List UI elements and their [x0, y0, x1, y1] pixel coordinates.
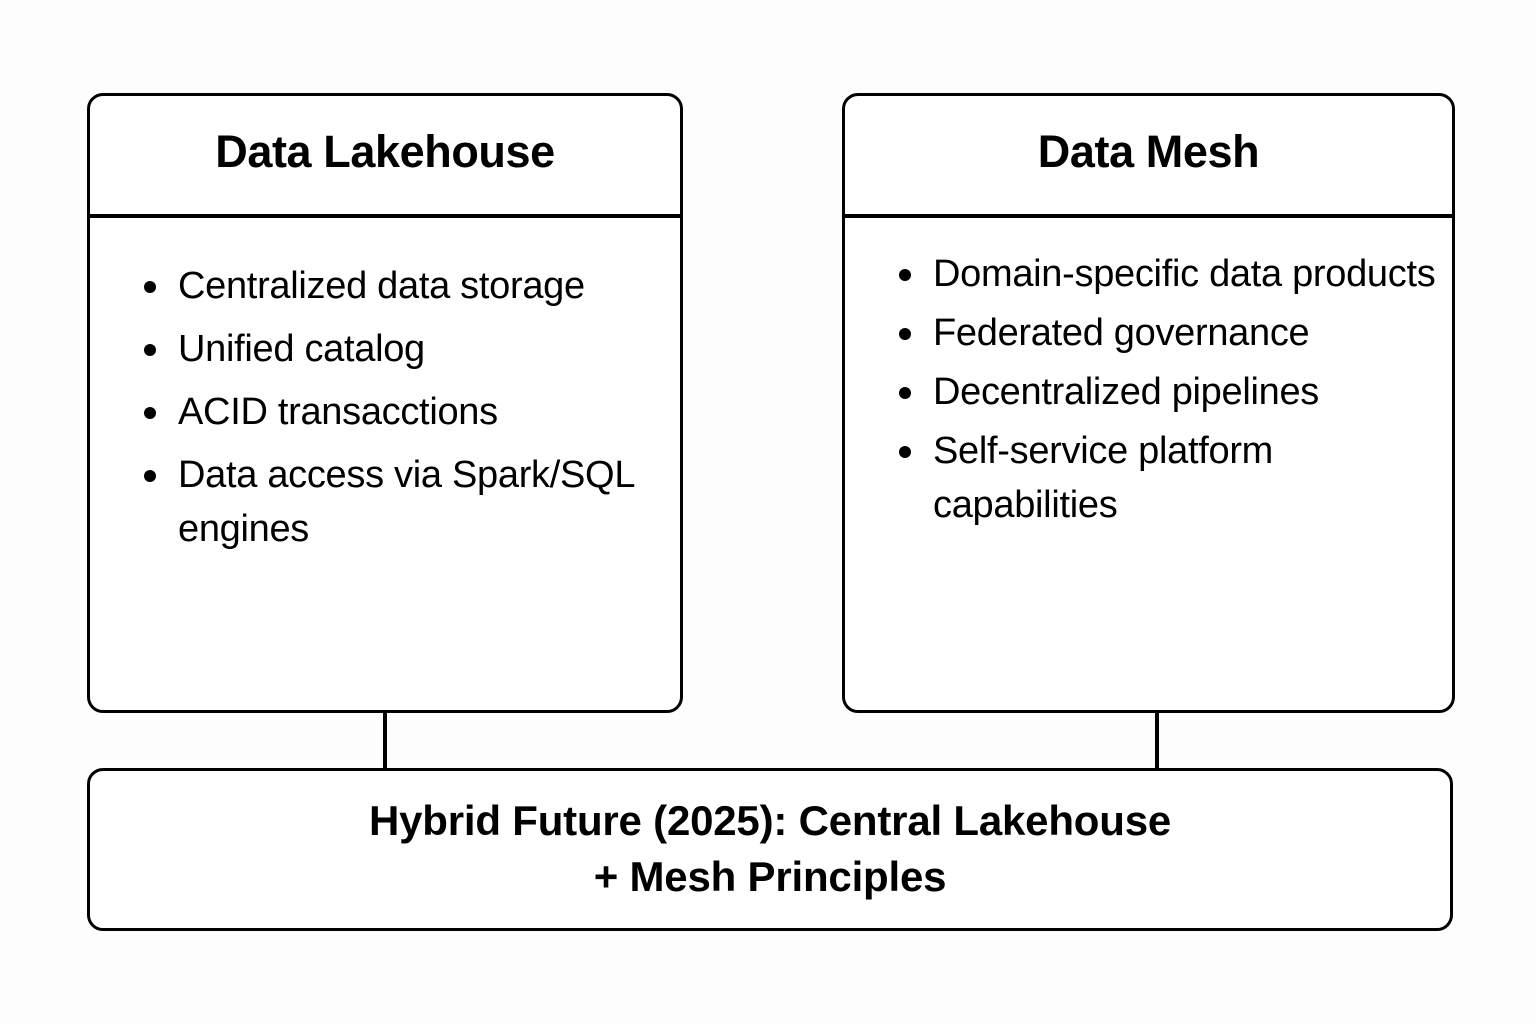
list-item: Unified catalog [138, 323, 662, 377]
list-item: Domain-specific data products [893, 248, 1442, 302]
list-item: Federated governance [893, 307, 1442, 361]
list-item-label: Centralized data storage [178, 265, 585, 307]
list-item: Self-service platform capabilities [893, 425, 1442, 533]
list-item-label: Domain-specific data products [933, 253, 1436, 295]
list-item-label: Self-service platform capabilities [933, 429, 1274, 526]
bullet-list-data-lakehouse: Centralized data storage Unified catalog… [138, 260, 662, 557]
bullet-dot-icon [899, 269, 911, 281]
connector-lakehouse-to-hybrid [383, 710, 387, 770]
bullet-dot-icon [144, 469, 156, 482]
hybrid-future-line-1: Hybrid Future (2025): Central Lakehouse [368, 796, 1172, 844]
list-item: Data access via Spark/SQL engines [138, 449, 662, 557]
hybrid-future-line-2: + Mesh Principles [593, 852, 947, 900]
list-item-label: Decentralized pipelines [933, 370, 1319, 413]
bullet-dot-icon [899, 386, 911, 399]
card-body-data-mesh: Domain-specific data products Federated … [845, 222, 1452, 710]
hybrid-future-text: Hybrid Future (2025): Central Lakehouse … [369, 793, 1171, 905]
card-data-mesh: Data Mesh Domain-specific data products … [842, 93, 1455, 713]
list-item-label: Data access via Spark/SQL engines [178, 453, 634, 550]
bullet-dot-icon [144, 281, 156, 293]
card-header-data-lakehouse: Data Lakehouse [90, 96, 680, 218]
card-body-hybrid-future: Hybrid Future (2025): Central Lakehouse … [90, 771, 1450, 928]
card-title-data-mesh: Data Mesh [1037, 125, 1260, 177]
bullet-dot-icon [144, 343, 156, 356]
connector-mesh-to-hybrid [1155, 710, 1159, 770]
card-body-data-lakehouse: Centralized data storage Unified catalog… [90, 222, 680, 710]
bullet-dot-icon [899, 445, 911, 458]
bullet-list-data-mesh: Domain-specific data products Federated … [893, 248, 1442, 533]
card-header-data-mesh: Data Mesh [845, 96, 1452, 218]
card-hybrid-future: Hybrid Future (2025): Central Lakehouse … [87, 768, 1453, 931]
list-item: Centralized data storage [138, 260, 662, 314]
list-item: Decentralized pipelines [893, 366, 1442, 420]
list-item-label: Federated governance [933, 311, 1310, 354]
list-item-label: ACID transacctions [178, 390, 498, 433]
list-item-label: Unified catalog [178, 327, 425, 370]
bullet-dot-icon [144, 406, 156, 419]
list-item: ACID transacctions [138, 386, 662, 440]
bullet-dot-icon [899, 327, 911, 340]
card-title-data-lakehouse: Data Lakehouse [215, 125, 555, 177]
card-data-lakehouse: Data Lakehouse Centralized data storage … [87, 93, 683, 713]
